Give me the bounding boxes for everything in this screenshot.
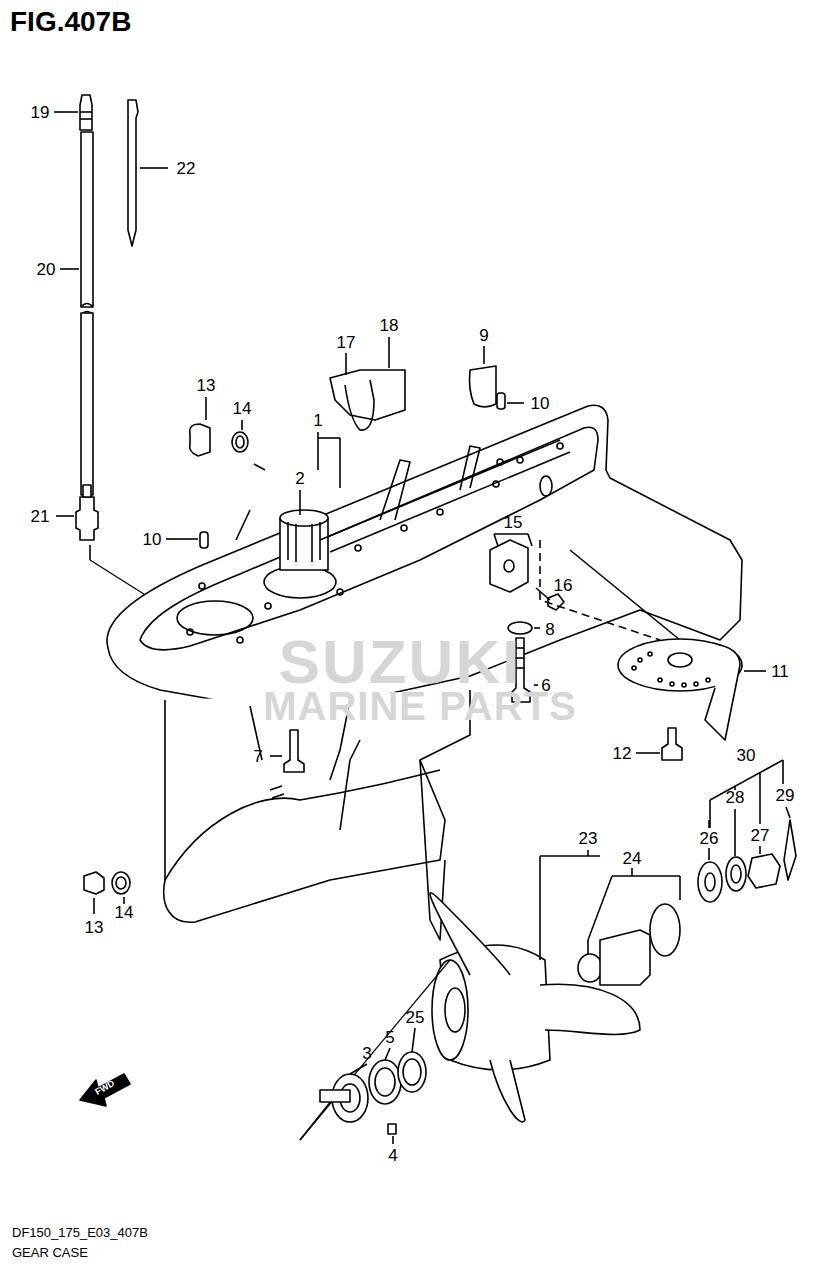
callout-number: 14 bbox=[115, 904, 134, 921]
callout-number: 17 bbox=[337, 334, 356, 351]
callout-number: 13 bbox=[85, 919, 104, 936]
callout-number: 9 bbox=[479, 327, 488, 344]
figure-caption: GEAR CASE bbox=[12, 1246, 88, 1259]
callout-number: 20 bbox=[37, 261, 56, 278]
callout-number: 18 bbox=[380, 317, 399, 334]
figure-title: FIG.407B bbox=[10, 8, 131, 36]
callout-number: 1 bbox=[313, 412, 322, 429]
figure-code: DF150_175_E03_407B bbox=[12, 1226, 148, 1239]
callout-number: 19 bbox=[31, 104, 50, 121]
callout-number: 16 bbox=[554, 577, 573, 594]
callout-number: 13 bbox=[197, 377, 216, 394]
callout-number: 21 bbox=[31, 508, 50, 525]
watermark: MARINE PARTS bbox=[263, 686, 576, 726]
callout-number: 22 bbox=[177, 160, 196, 177]
callout-number: 25 bbox=[406, 1009, 425, 1026]
callout-number: 28 bbox=[726, 789, 745, 806]
callout-number: 4 bbox=[388, 1147, 397, 1164]
callout-number: 30 bbox=[737, 747, 756, 764]
watermark: SUZUKI bbox=[279, 631, 522, 693]
callout-number: 5 bbox=[385, 1029, 394, 1046]
callout-number: 23 bbox=[579, 830, 598, 847]
callout-number: 24 bbox=[623, 850, 642, 867]
callout-number: 3 bbox=[362, 1045, 371, 1062]
callout-number: 10 bbox=[531, 395, 550, 412]
callout-number: 2 bbox=[295, 470, 304, 487]
callout-number: 7 bbox=[253, 748, 262, 765]
callout-number: 12 bbox=[613, 745, 632, 762]
callout-number: 8 bbox=[545, 621, 554, 638]
callout-number: 26 bbox=[700, 830, 719, 847]
callout-number: 11 bbox=[771, 663, 789, 680]
callout-number: 14 bbox=[233, 400, 252, 417]
callout-number: 10 bbox=[143, 531, 162, 548]
callout-number: 29 bbox=[776, 787, 795, 804]
callout-number: 15 bbox=[504, 514, 523, 531]
callout-number: 27 bbox=[751, 827, 770, 844]
